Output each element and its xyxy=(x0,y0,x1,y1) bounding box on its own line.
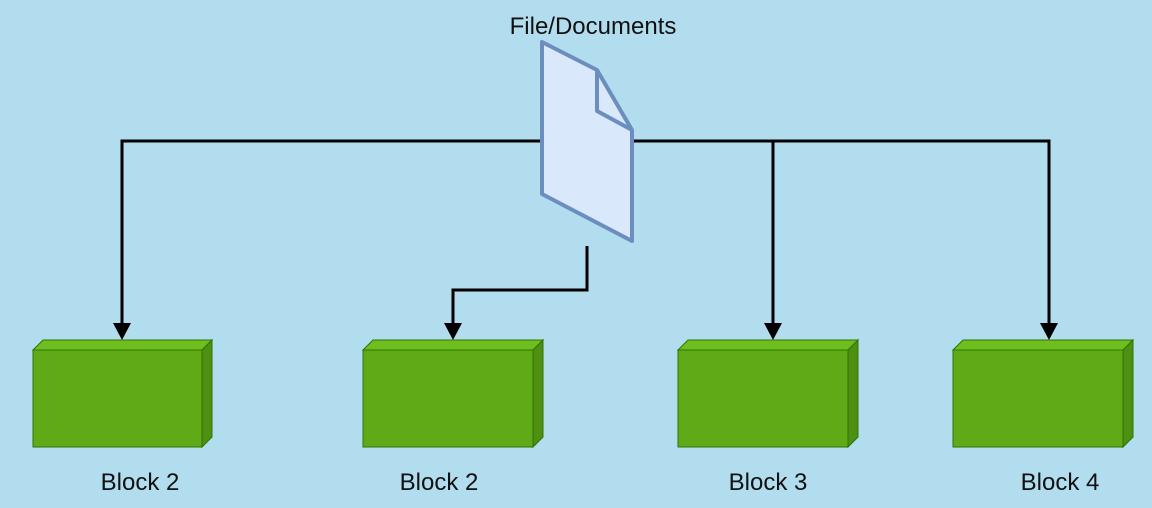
block-3[interactable] xyxy=(676,338,860,449)
arrowhead-block-3 xyxy=(764,323,782,340)
block-3-label: Block 3 xyxy=(728,469,808,496)
arrowhead-block-4 xyxy=(1040,323,1058,340)
block-1-label: Block 2 xyxy=(100,469,180,496)
block-2[interactable] xyxy=(361,338,545,449)
block-2-label: Block 2 xyxy=(399,469,479,496)
block-4[interactable] xyxy=(951,338,1135,449)
arrowhead-block-1 xyxy=(113,323,131,340)
connector-to-block-1 xyxy=(120,139,540,337)
file-document-icon[interactable] xyxy=(540,40,634,243)
arrowhead-block-2 xyxy=(444,323,462,340)
connector-to-block-4 xyxy=(773,139,1051,337)
connector-to-block-2 xyxy=(451,246,589,337)
connector-to-block-3 xyxy=(633,139,775,337)
block-1[interactable] xyxy=(31,338,214,449)
document-label: File/Documents xyxy=(509,13,677,40)
block-4-label: Block 4 xyxy=(1020,469,1100,496)
